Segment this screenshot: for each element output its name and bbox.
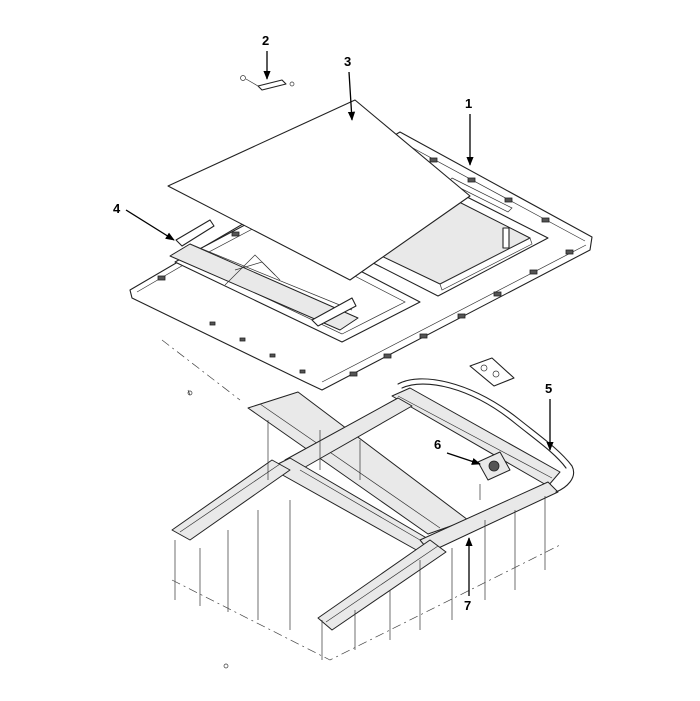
sunroof-frame: [161, 339, 574, 669]
svg-text:7: 7: [464, 598, 471, 613]
svg-text:4: 4: [113, 201, 121, 216]
sunroof-motor: [477, 451, 511, 500]
svg-text:6: 6: [434, 437, 441, 452]
callout-6: 6: [434, 437, 481, 465]
callout-2: 2: [262, 33, 271, 80]
callout-7: 7: [464, 537, 473, 613]
clip-bracket: [240, 75, 295, 91]
svg-text:1: 1: [465, 96, 472, 111]
rear-deflector: [169, 219, 359, 331]
svg-text:5: 5: [545, 381, 552, 396]
svg-text:2: 2: [262, 33, 269, 48]
callout-3: 3: [344, 54, 356, 121]
callout-5: 5: [545, 381, 554, 451]
callout-1: 1: [465, 96, 474, 166]
callout-4: 4: [113, 201, 175, 241]
sunroof-glass-panel: [167, 99, 471, 281]
svg-text:3: 3: [344, 54, 351, 69]
